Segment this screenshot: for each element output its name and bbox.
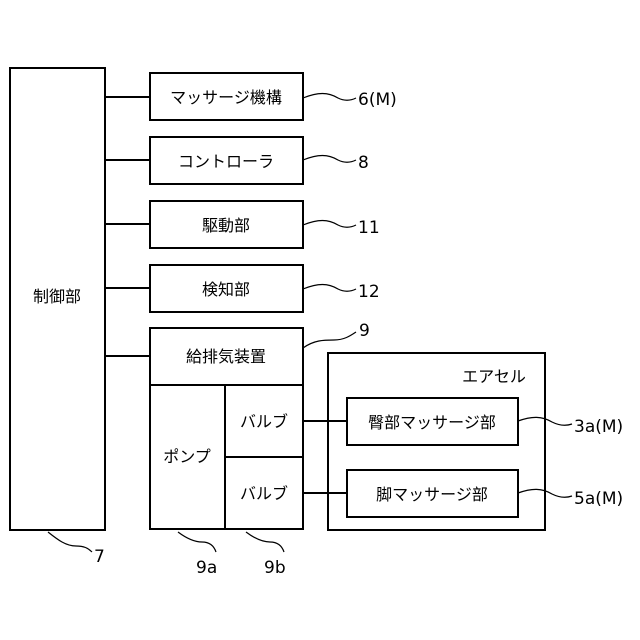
leader-detection-unit xyxy=(303,285,356,292)
leader-controller xyxy=(303,156,356,163)
ref-massage-mechanism: 6(M) xyxy=(358,90,397,110)
valve-2-label: バルブ xyxy=(240,484,288,503)
valve-1-label: バルブ xyxy=(240,412,288,431)
ref-air-device: 9 xyxy=(359,321,370,341)
ref-detection-unit: 12 xyxy=(358,282,380,302)
detection-unit-label: 検知部 xyxy=(202,280,250,299)
air-cell-label: エアセル xyxy=(462,367,526,386)
ref-pump: 9a xyxy=(196,558,217,578)
ref-drive-unit: 11 xyxy=(358,218,380,238)
leg-massage-label: 脚マッサージ部 xyxy=(376,485,488,504)
ref-control-unit: 7 xyxy=(94,547,105,567)
massage-mechanism-label: マッサージ機構 xyxy=(170,88,282,107)
ref-arm-massage: 3a(M) xyxy=(574,417,623,437)
leader-valves xyxy=(246,532,284,552)
leader-massage-mechanism xyxy=(303,94,356,101)
leader-drive-unit xyxy=(303,221,356,228)
pump-label: ポンプ xyxy=(163,447,211,466)
drive-unit-label: 駆動部 xyxy=(202,216,250,235)
leader-control-unit xyxy=(48,532,92,552)
ref-leg-massage: 5a(M) xyxy=(574,489,623,509)
control-unit-label: 制御部 xyxy=(33,287,81,306)
arm-massage-label: 臀部マッサージ部 xyxy=(368,413,496,432)
air-device-label: 給排気装置 xyxy=(186,347,266,366)
leader-pump xyxy=(178,532,216,552)
ref-controller: 8 xyxy=(358,153,369,173)
controller-label: コントローラ xyxy=(178,152,274,171)
leader-air-device xyxy=(303,332,356,348)
ref-valves: 9b xyxy=(264,558,286,578)
